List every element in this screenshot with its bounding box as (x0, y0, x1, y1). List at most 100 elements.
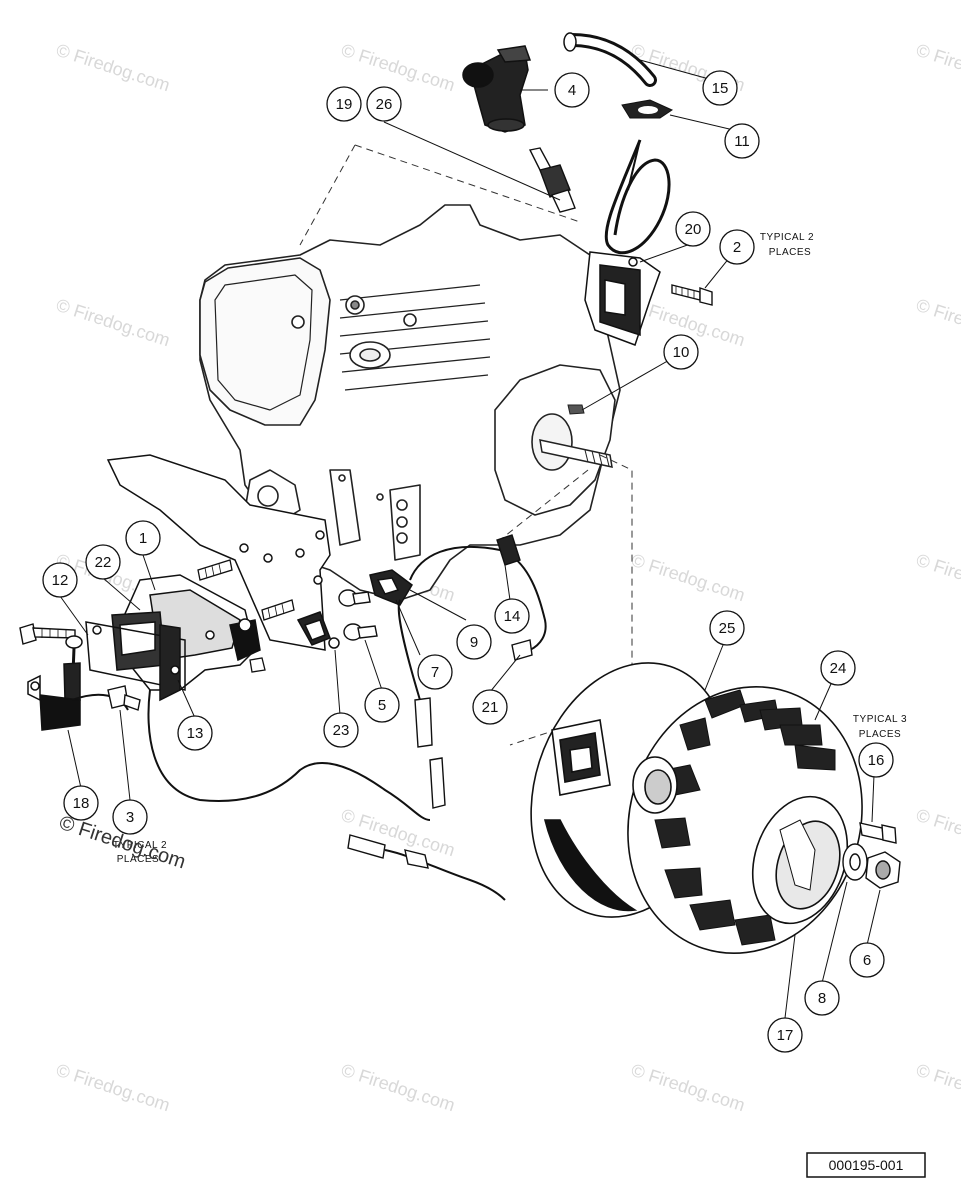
callout-circle (417, 654, 453, 690)
callout-circle (472, 689, 508, 725)
callout-circle (858, 742, 894, 778)
callout-circle (767, 1017, 803, 1053)
note-line: PLACES (117, 854, 159, 865)
callout-18: 18 (63, 785, 99, 821)
callout-17: 17 (767, 1017, 803, 1053)
callout-number: 12 (52, 572, 69, 589)
callout-22: 22 (85, 544, 121, 580)
note-line: PLACES (769, 247, 811, 258)
callout-6: 6 (849, 942, 885, 978)
note-line: PLACES (859, 729, 901, 740)
flywheel-washer (842, 843, 868, 881)
watermark: © Firedog.com (339, 805, 458, 861)
coil-screw (671, 284, 713, 306)
regulator-output-wire (147, 689, 506, 901)
callout-circle (804, 980, 840, 1016)
watermark: © Firedog.com (339, 40, 458, 96)
ignition-coil (584, 251, 661, 346)
callout-number: 23 (333, 722, 350, 739)
coil-wire-loop (604, 139, 671, 255)
callout-number: 21 (482, 699, 499, 716)
callout-circle (85, 544, 121, 580)
callout-20: 20 (675, 211, 711, 247)
flywheel-nut (865, 851, 901, 889)
bolt-5 (343, 623, 378, 641)
callout-circle (112, 799, 148, 835)
watermark: © Firedog.com (914, 295, 961, 351)
watermark: © Firedog.com (629, 1060, 748, 1116)
callout-5: 5 (364, 687, 400, 723)
callout-circle (702, 70, 738, 106)
callout-number: 14 (504, 608, 521, 625)
studs (197, 559, 295, 673)
note-typical2-bottom: TYPICAL 2 PLACES (113, 840, 167, 865)
callout-number: 11 (734, 133, 750, 150)
callout-4: 4 (554, 72, 590, 108)
callout-7: 7 (417, 654, 453, 690)
callout-number: 1 (139, 530, 147, 547)
callout-19: 19 (326, 86, 362, 122)
callout-circle (719, 229, 755, 265)
callout-24: 24 (820, 650, 856, 686)
callout-circle (709, 610, 745, 646)
spark-plug-boot (462, 45, 532, 133)
callout-circle (366, 86, 402, 122)
callout-number: 19 (336, 96, 353, 113)
engine-block (199, 204, 621, 601)
watermark-layer: © Firedog.com © Firedog.com © Firedog.com ©… (54, 40, 961, 1116)
callout-circle (494, 598, 530, 634)
watermark: © Firedog.com (914, 40, 961, 96)
callout-25: 25 (709, 610, 745, 646)
callout-circle (177, 715, 213, 751)
spark-plug (528, 147, 576, 213)
flywheel-bolt (859, 822, 897, 844)
note-line: TYPICAL 3 (853, 714, 907, 725)
callout-23: 23 (323, 712, 359, 748)
hose-highlight (568, 36, 654, 84)
stator-wire (397, 534, 547, 748)
callout-number: 25 (719, 620, 736, 637)
callout-circle (663, 334, 699, 370)
callout-26: 26 (366, 86, 402, 122)
callout-number: 10 (673, 344, 690, 361)
watermark: © Firedog.com (629, 550, 748, 606)
callout-circle (456, 624, 492, 660)
bolt-9 (338, 589, 371, 607)
mounting-bracket (106, 454, 331, 651)
callout-layer: 1234567891011121314151617181920212223242… (42, 70, 894, 1053)
callout-number: 22 (95, 554, 112, 571)
watermark: © Firedog.com (914, 550, 961, 606)
note-typical2-top: TYPICAL 2 PLACES (760, 232, 814, 258)
callout-circle (724, 123, 760, 159)
callout-number: 24 (830, 660, 847, 677)
note-line: TYPICAL 2 (760, 232, 814, 243)
watermark: © Firedog.com (54, 40, 173, 96)
callout-16: 16 (858, 742, 894, 778)
callout-12: 12 (42, 562, 78, 598)
assembly-dashed-lines (299, 144, 633, 746)
flywheel (627, 685, 863, 955)
clamp-7 (369, 569, 413, 606)
callout-number: 4 (568, 82, 576, 99)
callout-number: 18 (73, 795, 90, 812)
crankshaft-shaft (539, 439, 613, 468)
bolt-3 (107, 685, 141, 711)
callout-13: 13 (177, 715, 213, 751)
hose-end (563, 32, 577, 52)
watermark: © Firedog.com (54, 295, 173, 351)
callout-number: 15 (712, 80, 729, 97)
note-line: TYPICAL 2 (113, 840, 167, 851)
callout-circle (675, 211, 711, 247)
watermark: © Firedog.com (914, 1060, 961, 1116)
callout-circle (125, 520, 161, 556)
wire-clamp (296, 611, 340, 649)
note-typical3: TYPICAL 3 PLACES (853, 714, 907, 740)
callout-circle (323, 712, 359, 748)
watermark: © Firedog.com (914, 805, 961, 861)
callout-number: 16 (868, 752, 885, 769)
callout-circle (42, 562, 78, 598)
callout-15: 15 (702, 70, 738, 106)
woodruff-key (567, 404, 585, 415)
callout-9: 9 (456, 624, 492, 660)
